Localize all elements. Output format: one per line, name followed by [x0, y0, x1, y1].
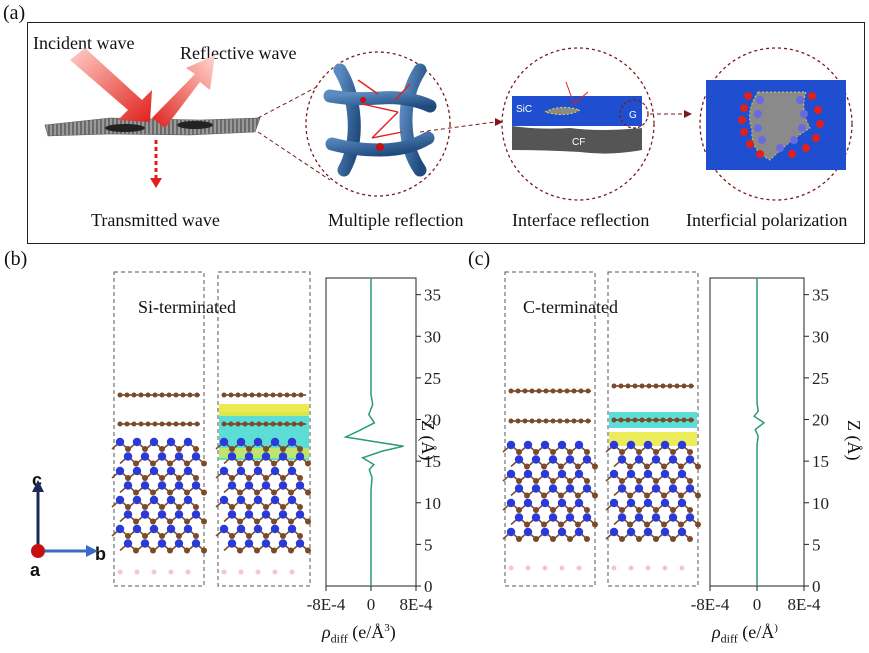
ytick-label: 25	[424, 369, 441, 388]
si-slab-box-2	[217, 271, 311, 587]
polarization-circle	[699, 47, 853, 201]
multiple-reflection-label: Multiple reflection	[328, 210, 464, 230]
panel-a-letter: (a)	[3, 2, 26, 24]
xtick-label: -8E-4	[307, 595, 346, 614]
xtick-label: 8E-4	[787, 595, 821, 614]
ytick-label: 30	[424, 327, 441, 346]
sic-label: SiC	[516, 104, 532, 115]
arrow-to-interface	[419, 121, 496, 133]
interficial-polarization-label: Interficial polarization	[686, 210, 848, 230]
ytick-label: 20	[424, 411, 441, 430]
c-terminated-diff-structure	[605, 383, 701, 571]
c-slab-box-2	[607, 271, 699, 587]
xlabel-b: ρdiff (e/Å3)	[322, 622, 396, 646]
foam-slab	[44, 117, 261, 137]
cf-label: CF	[572, 137, 585, 148]
ytick-label: 20	[812, 411, 829, 430]
xtick-label: 0	[367, 595, 376, 614]
axis-a-label: a	[30, 560, 41, 580]
c-slab-box-1	[504, 271, 596, 587]
ytick-label: 5	[812, 535, 821, 554]
panel-c-letter: (c)	[468, 248, 491, 270]
projection-lines	[257, 79, 331, 181]
ytick-label: 35	[424, 286, 441, 305]
ytick-label: 15	[812, 452, 829, 471]
xtick-label: 8E-4	[399, 595, 433, 614]
si-slab-box-1	[113, 271, 205, 587]
xtick-label: 0	[753, 595, 762, 614]
multiple-reflection-circle	[305, 51, 451, 197]
transmitted-wave-label: Transmitted wave	[91, 210, 220, 230]
xlabel-c: ρdiff (e/Å)	[712, 622, 778, 646]
ytick-label: 10	[812, 494, 829, 513]
si-terminated-structure	[111, 392, 207, 575]
axis-b-label: b	[95, 544, 106, 564]
panel-a-frame	[27, 22, 865, 244]
axis-c-label: c	[32, 470, 43, 490]
series-line-0	[343, 278, 404, 586]
interface-reflection-circle	[501, 47, 655, 201]
xtick-label: -8E-4	[691, 595, 730, 614]
incident-wave-arrow	[70, 48, 152, 122]
crystal-axes	[31, 480, 98, 558]
incident-wave-label: Incident wave	[33, 33, 135, 53]
ytick-label: 30	[812, 327, 829, 346]
ytick-label: 15	[424, 452, 441, 471]
g-label: G	[629, 110, 637, 121]
ytick-label: 25	[812, 369, 829, 388]
ytick-label: 5	[424, 535, 433, 554]
si-terminated-diff-structure	[215, 392, 311, 575]
ytick-label: 35	[812, 286, 829, 305]
c-terminated-structure	[502, 388, 598, 571]
reflective-wave-arrow	[152, 55, 215, 128]
ytick-label: 10	[424, 494, 441, 513]
ytick-label: 0	[812, 577, 821, 596]
c-terminated-label: C-terminated	[523, 297, 618, 317]
series-line-0	[752, 278, 766, 586]
si-terminated-label: Si-terminated	[138, 297, 236, 317]
ytick-label: 0	[424, 577, 433, 596]
interface-reflection-label: Interface reflection	[512, 210, 650, 230]
panel-b-letter: (b)	[4, 248, 28, 270]
